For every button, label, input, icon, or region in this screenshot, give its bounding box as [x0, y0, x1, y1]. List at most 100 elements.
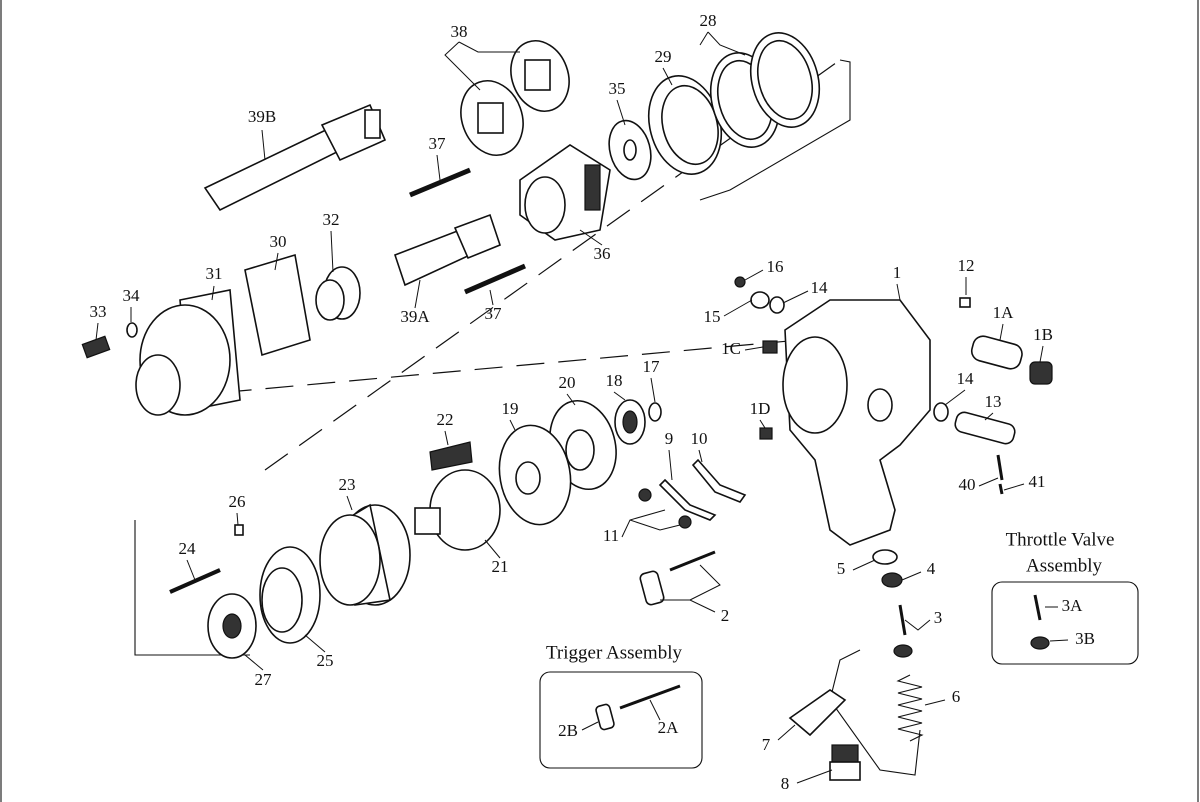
- part-7-exhaust-deflector: [788, 689, 847, 737]
- label-1: 1: [893, 263, 902, 282]
- part-11-screw-b: [678, 515, 692, 529]
- label-40: 40: [959, 475, 976, 494]
- label-19: 19: [502, 399, 519, 418]
- label-3b: 3B: [1075, 629, 1095, 648]
- part-28-gaskets: [709, 32, 821, 148]
- label-5: 5: [837, 559, 846, 578]
- part-10: [691, 458, 747, 503]
- part-26: [234, 524, 244, 536]
- part-14-lower: [933, 402, 949, 422]
- part-1b: [1029, 361, 1053, 385]
- part-37-pin-lower: [464, 263, 526, 295]
- label-39b: 39B: [248, 107, 276, 126]
- part-24: [169, 568, 221, 594]
- label-9: 9: [665, 429, 674, 448]
- label-38: 38: [451, 22, 468, 41]
- label-23: 23: [339, 475, 356, 494]
- label-33: 33: [90, 302, 107, 321]
- label-18: 18: [606, 371, 623, 390]
- label-35: 35: [609, 79, 626, 98]
- label-30: 30: [270, 232, 287, 251]
- label-39a: 39A: [400, 307, 430, 326]
- label-21: 21: [492, 557, 509, 576]
- part-2b: [595, 703, 615, 731]
- label-36: 36: [594, 244, 611, 263]
- label-2b: 2B: [558, 721, 578, 740]
- part-12: [959, 297, 971, 308]
- part-17: [648, 402, 662, 422]
- part-11-screw-a: [638, 488, 652, 502]
- label-16: 16: [767, 257, 784, 276]
- label-27: 27: [255, 670, 273, 689]
- part-37-pin-upper: [409, 167, 471, 198]
- throttle-valve-title-line2: Assembly: [1026, 555, 1103, 576]
- label-1a: 1A: [993, 303, 1015, 322]
- part-1c: [762, 340, 778, 354]
- label-17: 17: [643, 357, 661, 376]
- part-39a-anvil: [393, 213, 501, 287]
- part-21-rotor: [414, 469, 501, 551]
- part-32-bushing: [315, 266, 361, 321]
- part-5: [872, 549, 898, 565]
- throttle-valve-assembly-inset: Throttle Valve Assembly 3A 3B: [991, 529, 1139, 665]
- label-32: 32: [323, 210, 340, 229]
- axis-guide-handle: [829, 649, 921, 776]
- part-41: [998, 483, 1004, 495]
- label-11: 11: [603, 526, 619, 545]
- label-8: 8: [781, 774, 790, 793]
- label-25: 25: [317, 651, 334, 670]
- label-15: 15: [704, 307, 721, 326]
- part-39b-anvil: [203, 103, 387, 212]
- part-1a: [970, 335, 1023, 370]
- part-38-hammers: [460, 40, 570, 156]
- label-22: 22: [437, 410, 454, 429]
- axis-guide-upper: [699, 59, 851, 201]
- part-1d: [759, 427, 773, 440]
- part-35-washer: [608, 119, 652, 181]
- part-3a: [1033, 594, 1042, 621]
- part-25-rear-plate: [259, 546, 321, 644]
- label-3a: 3A: [1062, 596, 1084, 615]
- label-24: 24: [179, 539, 197, 558]
- part-2-pin: [669, 550, 716, 572]
- label-20: 20: [559, 373, 576, 392]
- part-2-trigger: [639, 570, 665, 606]
- label-37-lower: 37: [485, 304, 503, 323]
- part-9: [658, 478, 717, 521]
- label-41: 41: [1029, 472, 1046, 491]
- part-40: [996, 454, 1004, 481]
- trigger-assembly-inset: Trigger Assembly 2B 2A: [539, 642, 703, 769]
- label-31: 31: [206, 264, 223, 283]
- part-31-front-housing: [135, 289, 241, 416]
- label-37-upper: 37: [429, 134, 447, 153]
- part-18-bearing: [614, 399, 646, 445]
- label-2a: 2A: [658, 718, 680, 737]
- label-4: 4: [927, 559, 936, 578]
- label-29: 29: [655, 47, 672, 66]
- part-6-spring: [896, 674, 924, 742]
- label-12: 12: [958, 256, 975, 275]
- label-28: 28: [700, 11, 717, 30]
- part-29-ring: [648, 75, 722, 175]
- part-22-blade: [429, 441, 473, 471]
- label-1c: 1C: [721, 339, 741, 358]
- leader-lines: [95, 31, 1044, 784]
- part-2a: [619, 684, 681, 710]
- part-36-hammer-cage: [519, 144, 611, 241]
- part-13: [954, 411, 1016, 445]
- throttle-valve-title-line1: Throttle Valve: [1006, 529, 1115, 550]
- part-30-gasket: [244, 253, 311, 357]
- label-34: 34: [123, 286, 141, 305]
- label-2: 2: [721, 606, 730, 625]
- label-10: 10: [691, 429, 708, 448]
- part-34-washer: [126, 322, 138, 338]
- label-3: 3: [934, 608, 943, 627]
- part-15: [750, 291, 770, 309]
- label-6: 6: [952, 687, 961, 706]
- axis-guide-lower: [134, 520, 250, 656]
- part-33-screw: [81, 335, 111, 359]
- part-19-end-plate: [498, 424, 572, 526]
- label-26: 26: [229, 492, 246, 511]
